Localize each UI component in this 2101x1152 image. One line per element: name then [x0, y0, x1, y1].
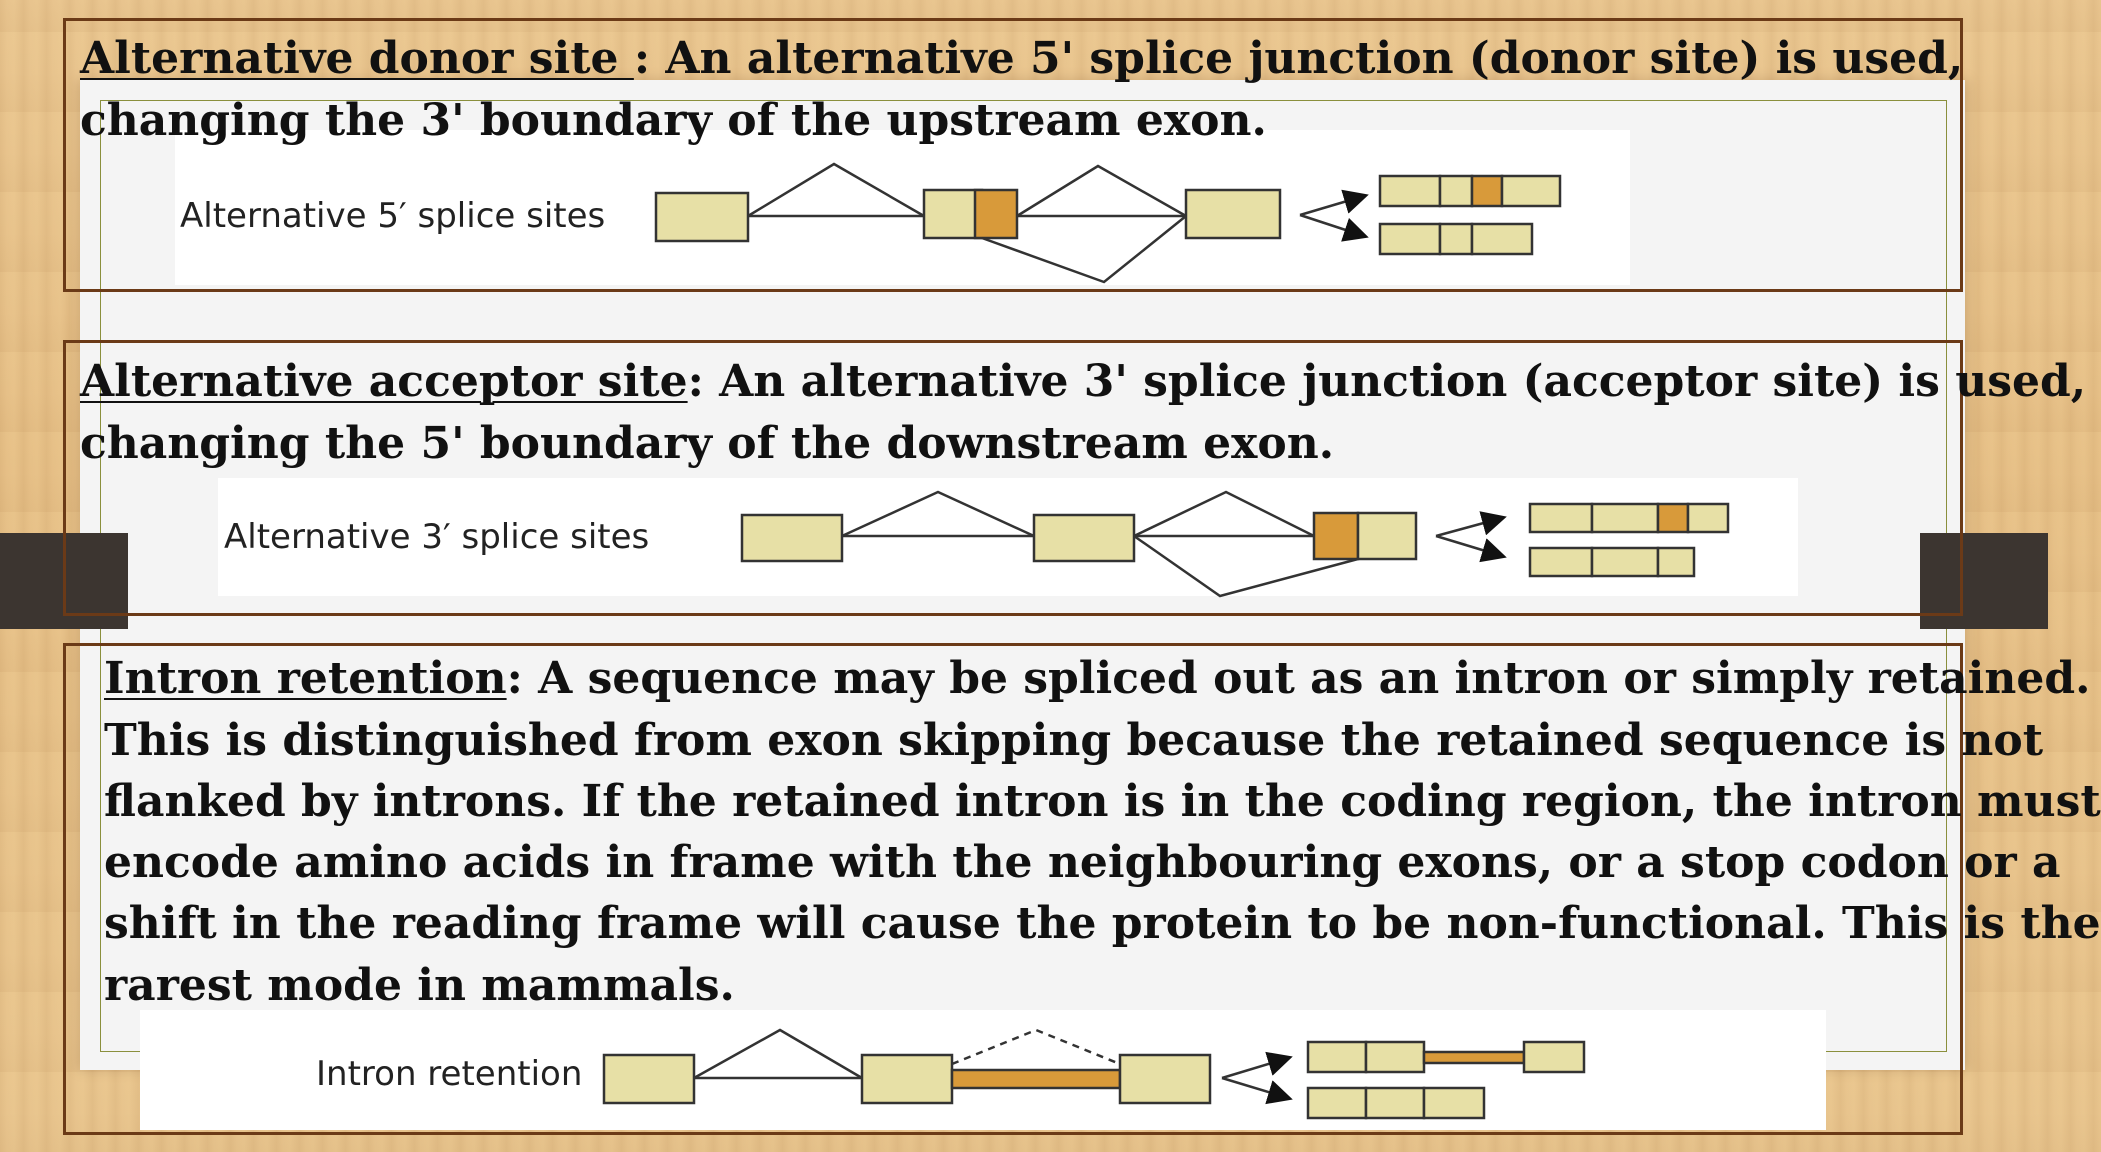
intron-line-2: This is distinguished from exon skipping…: [104, 715, 2044, 766]
splice-connector: [693, 1028, 863, 1080]
arrow-icon: [1299, 213, 1369, 242]
splicing-diagrams: Alternative 5′ splice sites Alternative …: [180, 162, 1730, 1120]
product-segment: [1590, 546, 1660, 578]
intron-text-line-1: Intron retention: A sequence may be spli…: [104, 648, 2090, 710]
exon-box: [602, 1053, 696, 1105]
product-segment: [1422, 1086, 1486, 1120]
splice-connector: [981, 215, 1187, 284]
product-segment: [1438, 222, 1474, 256]
splice-connector: [1133, 490, 1315, 538]
diagram-alt-5-splice: Alternative 5′ splice sites: [180, 162, 1562, 284]
donor-line-2: changing the 3' boundary of the upstream…: [80, 95, 1267, 146]
intron-line-1: : A sequence may be spliced out as an in…: [506, 653, 2091, 704]
product-segment: [1590, 502, 1660, 534]
section-frame-intron-retention: [63, 643, 1963, 1135]
product-segment: [1528, 546, 1594, 578]
acceptor-text-line-1: Alternative acceptor site: An alternativ…: [80, 351, 2086, 413]
exon-box: [1356, 511, 1418, 561]
intron-line-6: rarest mode in mammals.: [104, 960, 735, 1011]
alternative-exon-segment: [973, 188, 1019, 240]
diagram-3-label: Intron retention: [316, 1054, 582, 1094]
product-segment: [1364, 1040, 1426, 1074]
exon-box: [740, 513, 844, 563]
donor-heading: Alternative donor site: [80, 33, 634, 84]
intron-line-5: shift in the reading frame will cause th…: [104, 898, 2101, 949]
diagram-1-background: [175, 130, 1630, 285]
splice-connector: [1016, 164, 1187, 218]
diagram-2-label: Alternative 3′ splice sites: [224, 517, 649, 557]
splice-connector: [747, 162, 925, 218]
arrow-icon: [1435, 511, 1507, 538]
arrow-icon: [1435, 534, 1507, 563]
product-segment: [1528, 502, 1594, 534]
diagram-1-label: Alternative 5′ splice sites: [180, 196, 605, 236]
product-segment: [1306, 1040, 1368, 1074]
exon-box: [860, 1053, 954, 1105]
diagram-alt-3-splice: Alternative 3′ splice sites: [224, 490, 1730, 598]
arrow-icon: [1221, 1076, 1293, 1105]
product-retained-intron: [1422, 1050, 1526, 1065]
product-segment: [1378, 174, 1442, 208]
acceptor-heading: Alternative acceptor site: [80, 356, 688, 407]
product-segment: [1438, 174, 1474, 208]
section-frame-donor: [63, 18, 1963, 292]
donor-line-1: : An alternative 5' splice junction (don…: [633, 33, 1964, 84]
exon-box: [1032, 513, 1136, 563]
product-segment: [1378, 222, 1442, 256]
product-segment: [1364, 1086, 1426, 1120]
donor-text-line-1: Alternative donor site : An alternative …: [80, 28, 1963, 90]
product-segment: [1656, 546, 1696, 578]
product-segment: [1686, 502, 1730, 534]
splice-connector: [1133, 534, 1359, 598]
retained-intron-bar: [950, 1068, 1122, 1090]
arrow-icon: [1221, 1051, 1293, 1080]
exon-box: [1184, 188, 1282, 240]
diagram-intron-retention: Intron retention: [316, 1028, 1586, 1120]
product-alt-segment: [1470, 174, 1504, 208]
acceptor-line-1: : An alternative 3' splice junction (acc…: [687, 356, 2087, 407]
acceptor-line-2: changing the 5' boundary of the downstre…: [80, 418, 1335, 469]
intron-heading: Intron retention: [104, 653, 507, 704]
splice-connector: [841, 490, 1035, 538]
intron-line-3: flanked by introns. If the retained intr…: [104, 776, 2101, 827]
product-segment: [1470, 222, 1534, 256]
exon-box: [654, 191, 750, 243]
arrow-icon: [1299, 189, 1369, 217]
exon-box: [1118, 1053, 1212, 1105]
product-segment: [1500, 174, 1562, 208]
product-segment: [1522, 1040, 1586, 1074]
product-segment: [1306, 1086, 1368, 1120]
section-frame-acceptor: [63, 340, 1963, 616]
exon-box: [922, 188, 984, 240]
intron-line-4: encode amino acids in frame with the nei…: [104, 837, 2061, 888]
dashed-splice-connector: [951, 1028, 1121, 1066]
alternative-exon-segment: [1312, 511, 1360, 561]
product-alt-segment: [1656, 502, 1690, 534]
